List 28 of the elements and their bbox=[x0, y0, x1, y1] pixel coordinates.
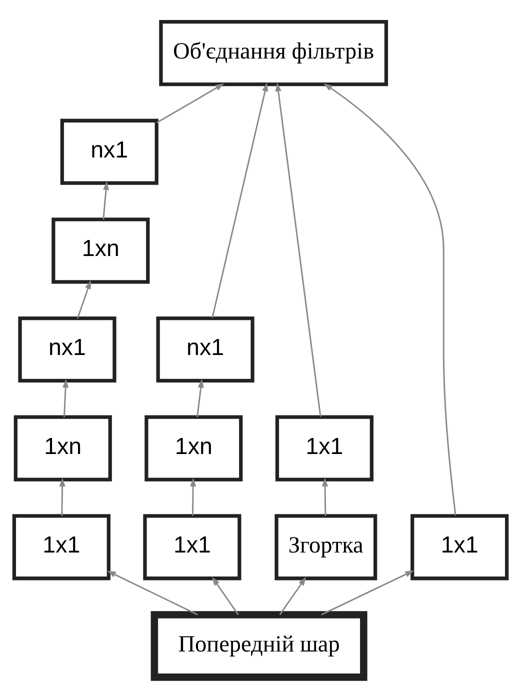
node-box: nx1 bbox=[156, 316, 254, 382]
node-box: 1xn bbox=[144, 414, 243, 481]
arrow bbox=[76, 280, 91, 318]
arrow bbox=[212, 576, 239, 615]
arrow bbox=[190, 477, 196, 516]
node-box: 1x1 bbox=[410, 514, 509, 580]
arrow bbox=[107, 570, 198, 615]
node-box: Об'єднання фільтрів bbox=[159, 20, 388, 86]
arrow bbox=[196, 378, 204, 417]
arrow bbox=[279, 576, 306, 615]
arrow bbox=[102, 180, 110, 219]
node-box: Згортка bbox=[274, 514, 378, 580]
arrow bbox=[59, 477, 66, 516]
node-box: 1x1 bbox=[275, 414, 374, 481]
arrow bbox=[275, 82, 322, 416]
arrow bbox=[62, 378, 69, 417]
node-box: nx1 bbox=[18, 316, 116, 382]
arrow bbox=[156, 82, 224, 123]
node-box: 1x1 bbox=[143, 514, 242, 580]
arrow bbox=[322, 477, 328, 516]
arrow bbox=[324, 82, 456, 515]
arrow bbox=[321, 570, 414, 615]
node-box: 1xn bbox=[52, 217, 150, 284]
node-box: 1xn bbox=[14, 414, 112, 481]
node-box: Попередній шар bbox=[150, 610, 368, 680]
node-box: nx1 bbox=[60, 118, 158, 184]
node-box: 1x1 bbox=[12, 514, 110, 580]
arrow bbox=[212, 82, 268, 318]
